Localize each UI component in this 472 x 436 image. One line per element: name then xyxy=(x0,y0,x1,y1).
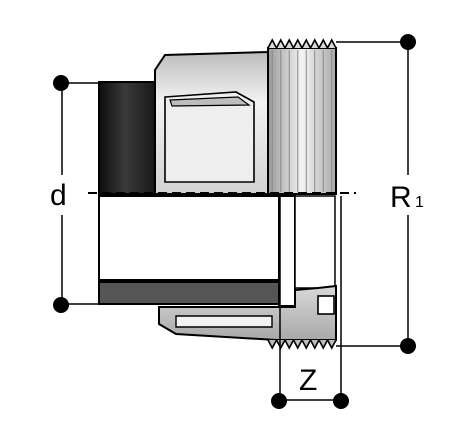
pipe-end-exterior xyxy=(98,81,158,195)
dim-d-dot-bottom xyxy=(53,297,69,313)
thread-tooth xyxy=(309,339,320,350)
thread-tooth xyxy=(326,339,337,350)
pipe-wall-section xyxy=(98,281,280,305)
socket-end-wall xyxy=(278,195,296,307)
fitting-section xyxy=(98,195,337,350)
fitting-port xyxy=(317,295,335,315)
thread-tooth xyxy=(318,339,329,350)
thread-tooth xyxy=(292,38,303,49)
dimension-r1: R 1 xyxy=(336,34,424,354)
thread-tooth xyxy=(326,38,337,49)
dim-r1-label: R xyxy=(390,181,412,214)
dim-z-dot-left xyxy=(271,393,287,409)
thread-teeth-top xyxy=(267,38,337,49)
dimension-z: Z xyxy=(271,196,349,409)
thread-tooth xyxy=(284,339,295,350)
thread-tooth xyxy=(309,38,320,49)
dim-d-dot-top xyxy=(53,75,69,91)
thread-tooth xyxy=(267,38,278,49)
thread-tooth xyxy=(267,339,278,350)
dim-z-label: Z xyxy=(299,364,317,397)
thread-tooth xyxy=(292,339,303,350)
fitting-flat-face xyxy=(164,91,255,183)
dimension-d: d xyxy=(50,75,99,313)
thread-tooth xyxy=(301,38,312,49)
dim-r1-dot-bottom xyxy=(400,338,416,354)
thread-tooth xyxy=(275,38,286,49)
fitting-flat-highlight xyxy=(169,96,251,107)
dim-d-label: d xyxy=(50,179,67,212)
thread-lines xyxy=(271,50,333,192)
thread-teeth-bottom xyxy=(267,339,337,350)
thread-tooth xyxy=(284,38,295,49)
dim-r1-subscript: 1 xyxy=(415,194,424,211)
socket-end-bore xyxy=(294,195,336,289)
dim-z-dot-right xyxy=(333,393,349,409)
thread-tooth xyxy=(301,339,312,350)
fitting-groove xyxy=(175,315,273,328)
thread-body-exterior xyxy=(267,47,337,195)
thread-tooth xyxy=(318,38,329,49)
fitting-exterior xyxy=(98,38,337,195)
dim-r1-dot-top xyxy=(400,34,416,50)
pipe-bore xyxy=(98,195,280,281)
